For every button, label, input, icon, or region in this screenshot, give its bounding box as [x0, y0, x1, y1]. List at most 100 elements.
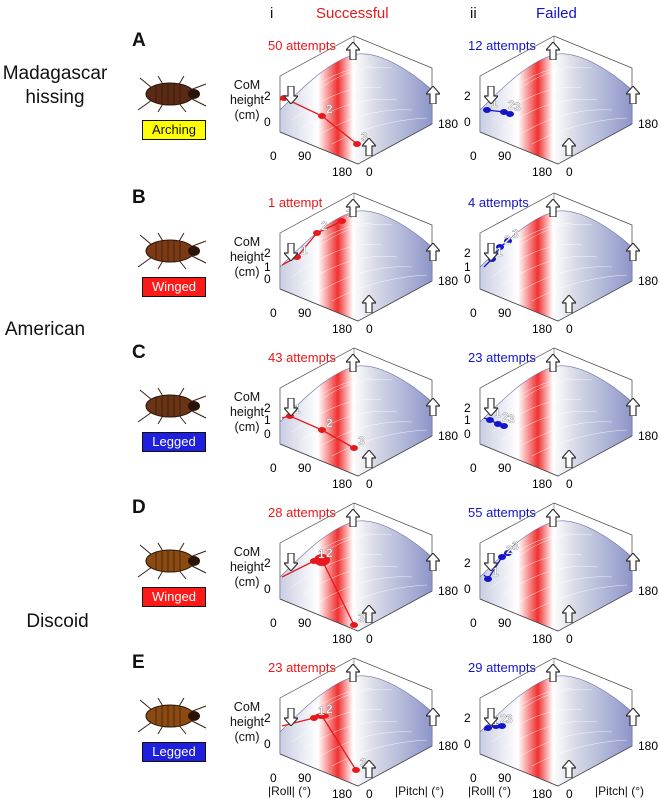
roll-tick: 180 [532, 632, 552, 645]
trajectory-point [486, 417, 494, 423]
trajectory-point [484, 576, 492, 582]
com-height-axis-label: CoM height (cm) [229, 545, 265, 589]
roll-tick: 90 [298, 616, 312, 630]
trajectory-point-label: 2 [326, 102, 333, 116]
trajectory-point-label: 1 [301, 243, 308, 257]
roll-tick: 90 [298, 149, 312, 163]
roll-tick: 180 [332, 165, 352, 178]
z-tick: 0 [464, 115, 471, 129]
roll-tick: 90 [298, 771, 312, 785]
cockroach-icon [137, 697, 207, 735]
trajectory-point-label: 1 [494, 406, 501, 420]
trajectory-point-label: 3 [512, 227, 519, 241]
trajectory-point [338, 218, 346, 224]
roll-axis-label: |Roll| (°) [468, 784, 512, 798]
trajectory-point [483, 107, 491, 113]
trajectory-point [500, 109, 508, 115]
column-successful-title: Successful [316, 5, 389, 22]
cockroach-icon [137, 232, 207, 270]
locomotion-mode-badge: Legged [142, 432, 206, 452]
z-tick: 2 [264, 246, 271, 260]
trajectory-point-label: 3 [358, 611, 365, 625]
roll-tick: 0 [270, 306, 277, 320]
roll-axis-label: |Roll| (°) [268, 784, 312, 798]
roll-tick: 0 [270, 771, 277, 785]
roll-tick: 0 [270, 616, 277, 630]
locomotion-mode-badge: Arching [142, 120, 206, 140]
trajectory-point-label: 2 [502, 410, 509, 424]
trajectory-point-label: 3 [514, 100, 521, 114]
attempts-count: 23 attempts [268, 660, 336, 675]
z-tick: 0 [264, 272, 271, 286]
trajectory-line [281, 415, 355, 449]
pitch-tick: 180 [638, 584, 658, 598]
trajectory-point-label: 2 [500, 712, 507, 726]
panel-letter: E [132, 652, 145, 673]
z-tick: 2 [464, 89, 471, 103]
roll-tick: 0 [270, 461, 277, 475]
roll-tick: 180 [332, 787, 352, 800]
trajectory-point [314, 554, 330, 566]
panel-letter: C [132, 342, 146, 363]
trajectory-point-label: 2 [321, 219, 328, 233]
trajectory-point-label: 1 [318, 704, 325, 718]
column-ii-label: ii [470, 5, 477, 22]
trajectory-point [313, 230, 321, 236]
cockroach-icon [137, 387, 207, 425]
trajectory-point [496, 244, 504, 250]
potential-energy-landscape: 123 2 0 0 90 180 0 180 [264, 35, 458, 178]
pitch-tick: 180 [438, 274, 458, 288]
trajectory-point-label: 3 [506, 712, 513, 726]
attempts-count: 43 attempts [268, 350, 336, 365]
trajectory-point [504, 550, 512, 556]
pitch-tick: 0 [366, 787, 373, 800]
panel-letter: A [132, 30, 146, 51]
pitch-tick: 0 [366, 165, 373, 178]
trajectory-point-label: 3 [508, 412, 515, 426]
roll-tick: 0 [270, 149, 277, 163]
trajectory-point [500, 423, 508, 429]
roll-tick: 0 [470, 149, 477, 163]
pitch-tick: 0 [366, 477, 373, 490]
roll-tick: 90 [498, 771, 512, 785]
roll-tick: 90 [498, 461, 512, 475]
attempts-count: 55 attempts [468, 505, 536, 520]
trajectory-point [353, 141, 361, 147]
z-tick: 2 [264, 401, 271, 415]
trajectory-point-label: 2 [326, 416, 333, 430]
com-height-axis-label: CoM height (cm) [229, 235, 265, 279]
z-tick: 1 [264, 260, 271, 274]
attempts-count: 23 attempts [468, 350, 536, 365]
z-tick: 1 [464, 260, 471, 274]
trajectory-point [498, 554, 506, 560]
pitch-tick: 180 [638, 429, 658, 443]
z-tick: 2 [264, 711, 271, 725]
trajectory-point-label: 3 [360, 756, 367, 770]
trajectory-point-label: 2 [326, 546, 333, 560]
trajectory-point [318, 427, 326, 433]
cockroach-icon [137, 75, 207, 113]
trajectory-point [494, 421, 502, 427]
panel-letter: B [132, 187, 146, 208]
cockroach-icon [137, 542, 207, 580]
z-tick: 1 [464, 413, 471, 427]
pitch-tick: 180 [638, 117, 658, 131]
trajectory-point-label: 3 [358, 434, 365, 448]
potential-energy-landscape: 123 2 0 0 90 180 0 180 [464, 657, 658, 800]
trajectory-point-label: 2 [504, 233, 511, 247]
locomotion-mode-badge: Legged [142, 742, 206, 762]
trajectory-point [492, 723, 500, 729]
column-i-label: i [270, 5, 274, 22]
pitch-tick: 0 [566, 632, 573, 645]
z-tick: 2 [464, 711, 471, 725]
z-tick: 0 [464, 427, 471, 441]
locomotion-mode-badge: Winged [142, 277, 206, 297]
attempts-count: 50 attempts [268, 38, 336, 53]
trajectory-point [352, 767, 360, 773]
pitch-axis-label: |Pitch| (°) [395, 784, 445, 798]
z-tick: 0 [264, 427, 271, 441]
